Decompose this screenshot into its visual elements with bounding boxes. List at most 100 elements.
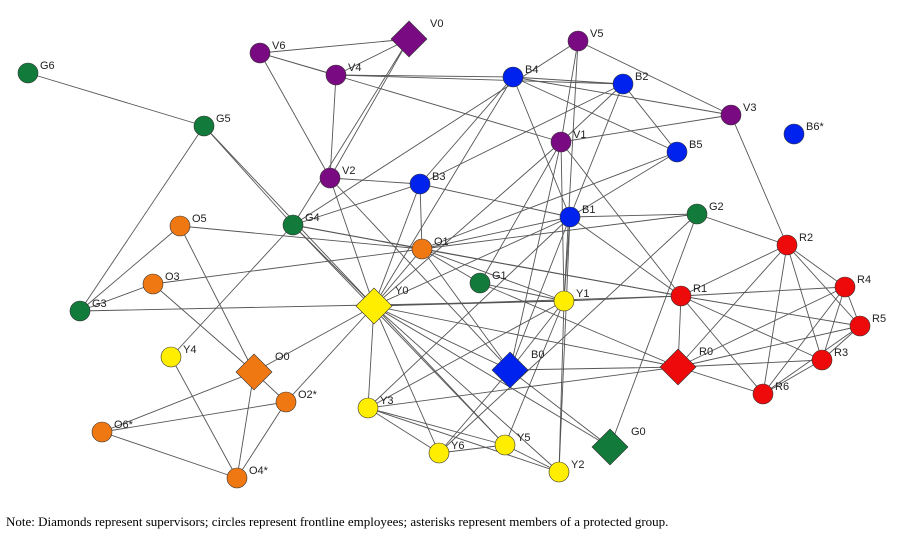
node-label: G2 (709, 201, 724, 213)
employee-circle (193, 115, 215, 137)
edge-v6-v1 (259, 52, 562, 143)
edge-r2-r1 (680, 244, 788, 297)
node-b1: B1 (559, 204, 595, 228)
edge-r2-r6 (762, 244, 788, 395)
node-label: V2 (342, 165, 355, 177)
node-label: B4 (525, 64, 538, 76)
edge-r2-r0 (677, 244, 788, 368)
edge-y1-y5 (504, 300, 565, 446)
employee-circle (849, 315, 871, 337)
edge-g5-g4 (203, 125, 294, 226)
node-o0: O0 (235, 351, 290, 391)
node-o6: O6* (91, 419, 134, 443)
edge-o0-o4 (236, 371, 255, 479)
edge-o3-g3 (79, 283, 154, 312)
edge-g2-y6 (438, 213, 698, 454)
edge-y3-r0 (367, 366, 679, 409)
edge-y0-o2 (285, 305, 375, 403)
employee-circle (612, 73, 634, 95)
employee-circle (502, 66, 524, 88)
edge-o1-g1 (421, 248, 481, 284)
node-label: B3 (432, 171, 445, 183)
employee-circle (160, 346, 182, 368)
edge-y1-b0 (509, 300, 565, 371)
node-label: G3 (92, 298, 107, 310)
edge-y1-r1 (563, 295, 682, 302)
employee-circle (783, 123, 805, 145)
edge-y6-y5 (438, 444, 506, 454)
node-o2: O2* (275, 389, 318, 413)
node-y4: Y4 (160, 344, 196, 368)
node-label: O6* (114, 419, 134, 431)
node-v3: V3 (720, 102, 756, 126)
edge-r5-r0 (677, 325, 861, 368)
edge-r1-r4 (680, 286, 846, 297)
node-label: R1 (693, 283, 707, 295)
node-b0: B0 (491, 349, 544, 389)
edge-r3-r6 (762, 359, 823, 395)
edge-r4-r3 (821, 286, 846, 361)
node-r6: R6 (752, 381, 789, 405)
node-label: G6 (40, 60, 55, 72)
node-v2: V2 (319, 165, 355, 189)
edge-y3-y6 (367, 407, 440, 454)
node-b6: B6* (783, 121, 824, 145)
edge-r0-r3 (677, 359, 823, 368)
employee-circle (776, 234, 798, 256)
node-r1: R1 (670, 283, 707, 307)
node-v4: V4 (325, 62, 361, 86)
employee-circle (469, 272, 491, 294)
edge-b3-y0 (373, 183, 421, 307)
edge-v5-v1 (560, 40, 579, 143)
edge-r5-r6 (762, 325, 861, 395)
node-label: R0 (699, 346, 713, 358)
employee-circle (411, 238, 433, 260)
employee-circle (548, 461, 570, 483)
node-g4: G4 (282, 212, 320, 236)
node-label: O2* (298, 389, 318, 401)
employee-circle (91, 421, 113, 443)
node-label: O5 (192, 213, 207, 225)
node-label: V1 (573, 129, 586, 141)
node-label: Y0 (395, 285, 408, 297)
supervisor-diamond (491, 351, 529, 389)
edge-b1-o1 (421, 216, 571, 250)
edges-layer (27, 38, 861, 479)
edge-b0-g0 (509, 369, 611, 448)
node-g3: G3 (69, 298, 107, 322)
node-label: Y1 (576, 288, 589, 300)
employee-circle (17, 62, 39, 84)
edge-v1-y0 (373, 141, 562, 307)
node-label: O4* (249, 465, 269, 477)
edge-v3-v1 (560, 114, 732, 143)
node-label: V6 (272, 40, 285, 52)
edge-o1-r1 (421, 248, 682, 297)
edge-v0-v6 (259, 38, 410, 54)
node-label: Y2 (571, 459, 584, 471)
edge-g2-o1 (421, 213, 698, 250)
edge-g5-g3 (79, 125, 205, 312)
node-label: V3 (743, 102, 756, 114)
edge-b1-y0 (373, 216, 571, 307)
edge-b1-y3 (367, 216, 571, 409)
edge-v5-y1 (563, 40, 579, 302)
node-label: G0 (631, 426, 646, 438)
edge-b3-g4 (292, 183, 421, 226)
edge-v5-v3 (577, 40, 732, 116)
edge-y3-y5 (367, 407, 506, 446)
edge-b4-b5 (512, 76, 678, 153)
edge-b0-r0 (509, 366, 679, 371)
edge-o1-o3 (152, 248, 423, 285)
employee-circle (142, 273, 164, 295)
edge-v5-g4 (292, 40, 579, 226)
node-y3: Y3 (357, 395, 393, 419)
edge-y0-r1 (373, 295, 682, 307)
edge-r4-r0 (677, 286, 846, 368)
edge-o2-o6 (101, 401, 287, 433)
node-label: G4 (305, 212, 320, 224)
figure-note: Note: Diamonds represent supervisors; ci… (6, 514, 669, 529)
node-label: R2 (799, 232, 813, 244)
node-label: Y3 (380, 395, 393, 407)
edge-v4-v2 (329, 74, 337, 179)
edge-b3-b1 (419, 183, 571, 218)
